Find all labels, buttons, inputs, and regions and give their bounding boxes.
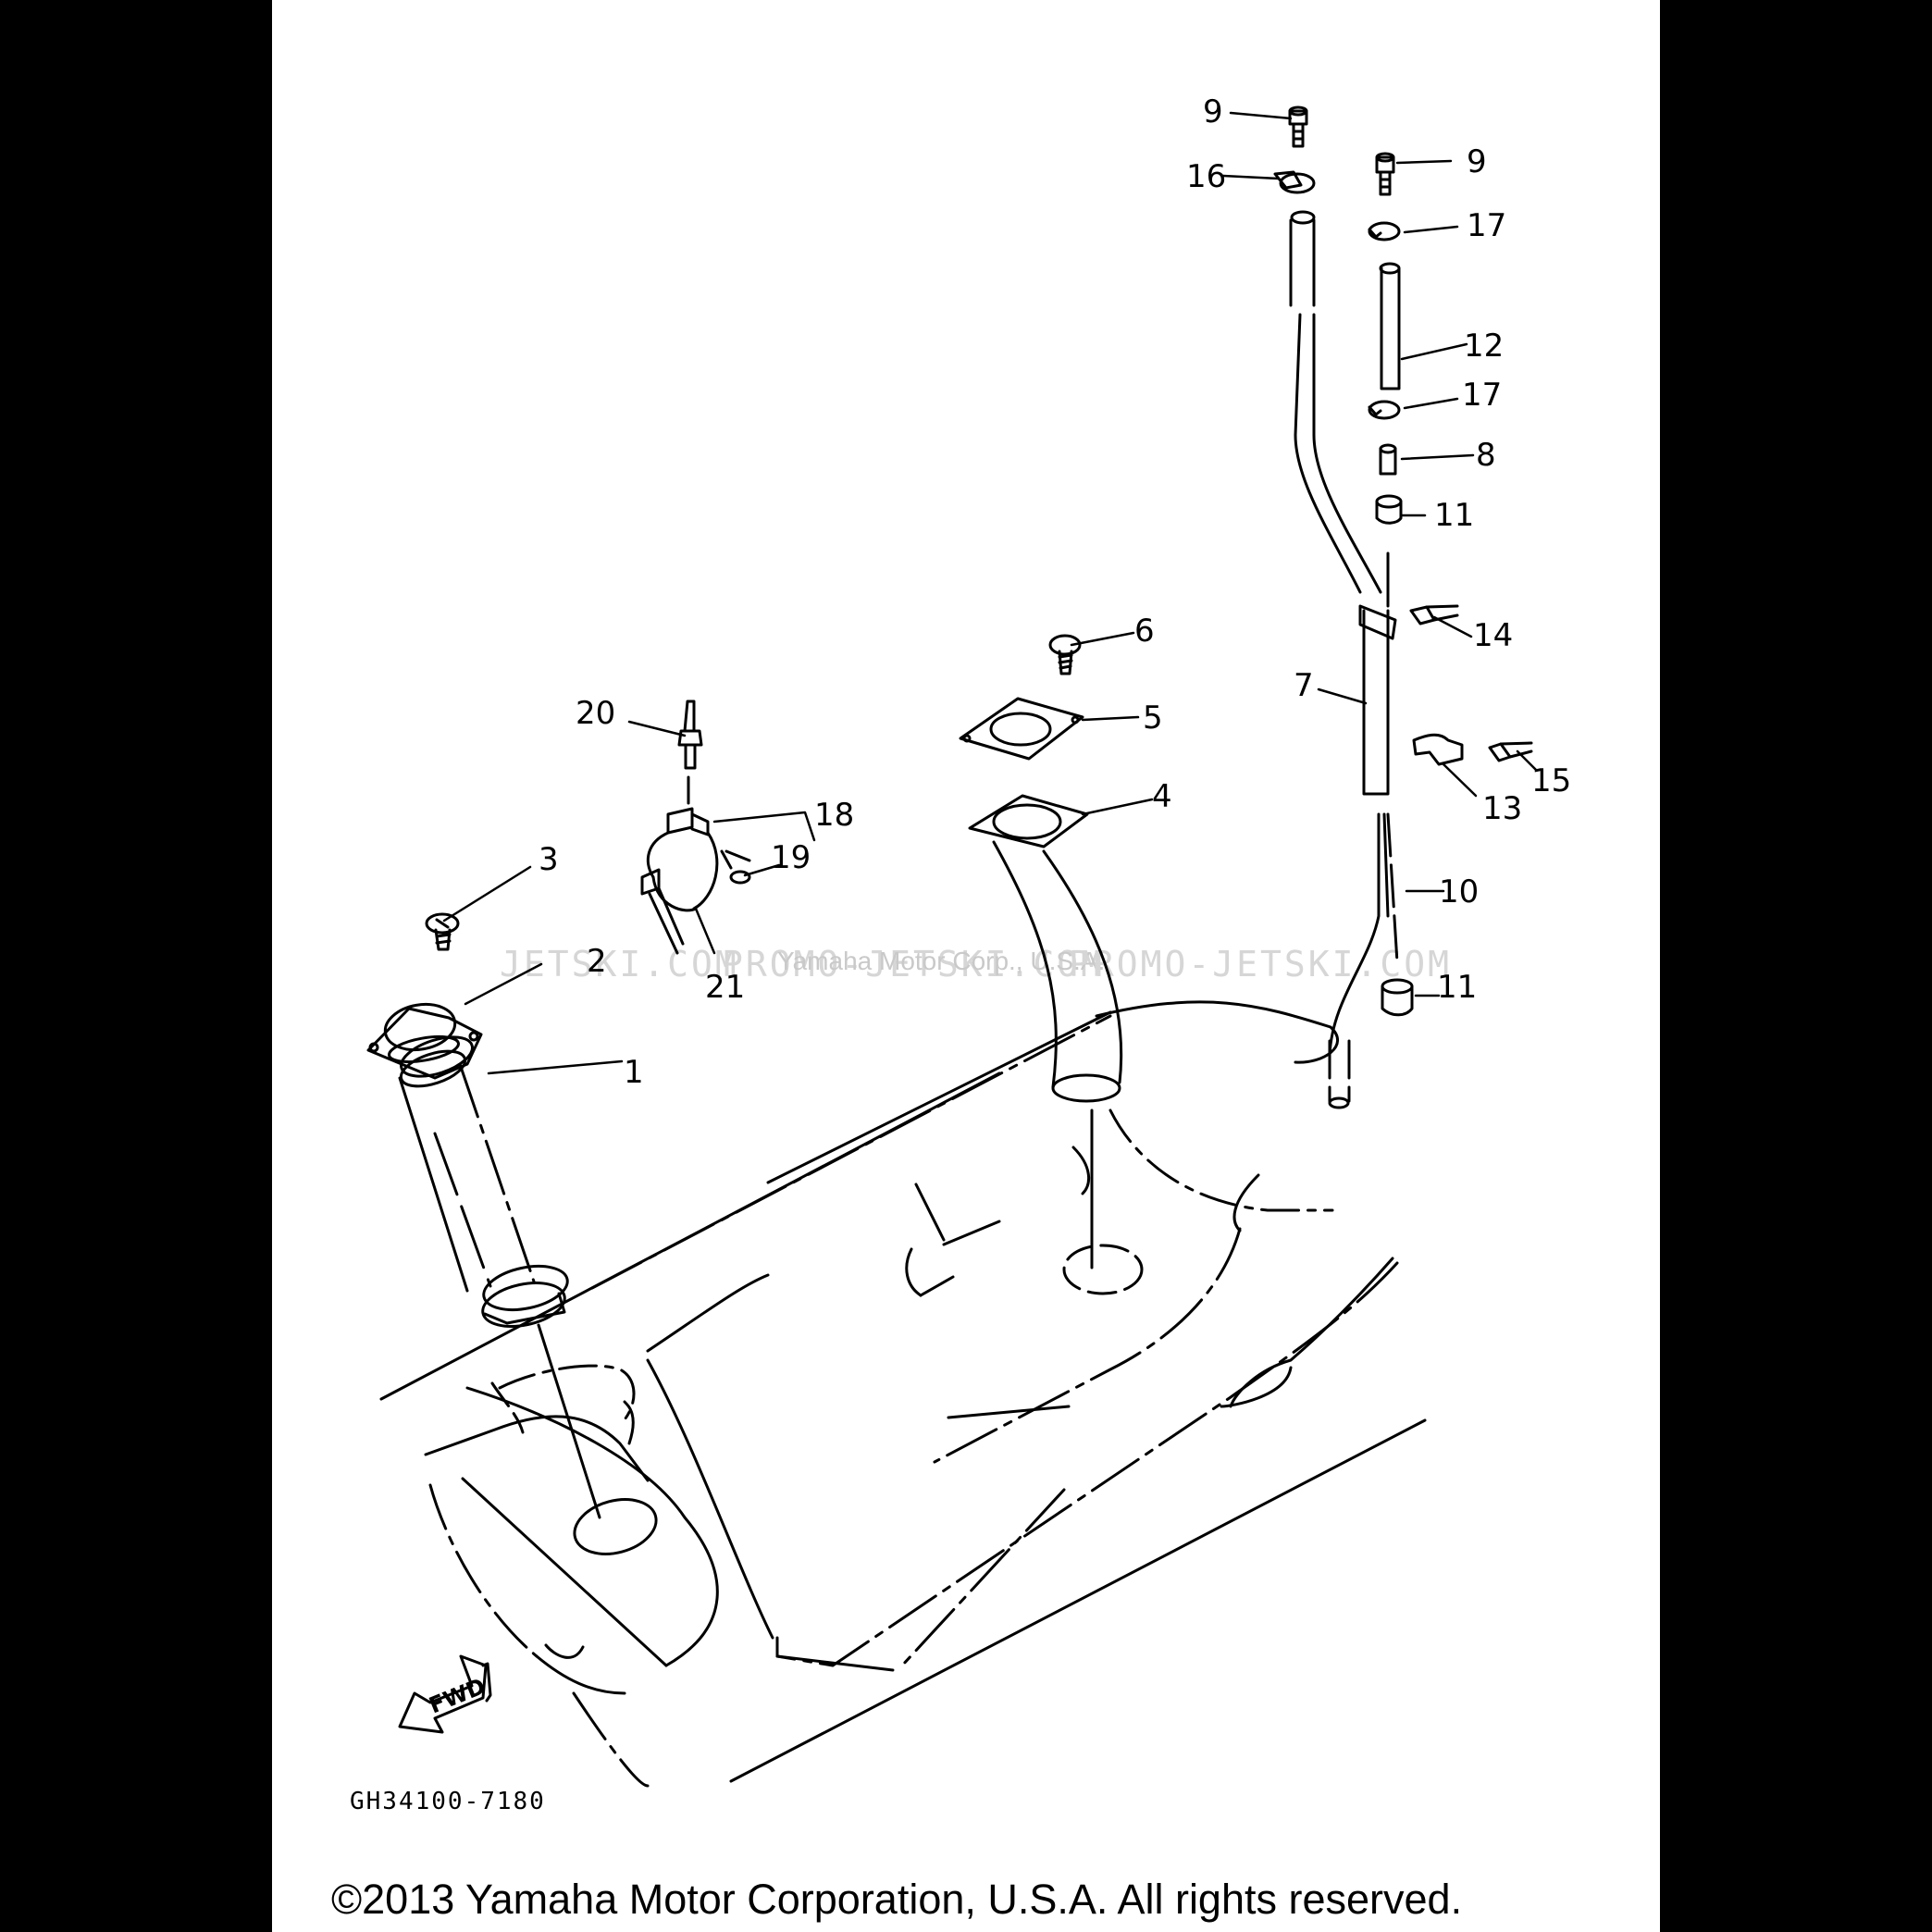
clip-17-lower — [1368, 400, 1401, 420]
elbow-hose — [968, 794, 1123, 1269]
clip-17-upper — [1368, 221, 1401, 242]
cap-11-upper — [1375, 494, 1403, 525]
callout-4: 4 — [1152, 778, 1172, 815]
breather-hose-10 — [1289, 210, 1382, 594]
callout-7: 7 — [1294, 667, 1314, 704]
callout-8: 8 — [1476, 437, 1496, 474]
hull-outline — [379, 1000, 1427, 1788]
callout-19: 19 — [771, 839, 811, 876]
holder-13 — [1412, 733, 1464, 766]
callout-10: 10 — [1439, 873, 1479, 910]
callout-13: 13 — [1482, 790, 1522, 827]
filler-cap — [366, 1002, 483, 1080]
clip-16 — [1273, 170, 1316, 194]
leader-lines — [442, 111, 1538, 1075]
screw-6 — [1048, 634, 1082, 675]
callout-1: 1 — [624, 1054, 644, 1091]
watermark-right: PROMO-JETSKI.COM — [1069, 944, 1452, 985]
callout-12: 12 — [1464, 328, 1504, 365]
forward-arrow — [398, 1654, 492, 1734]
watermark-credit: Yamaha Motor Corp., U.S.A. — [777, 947, 1105, 975]
cap-9-left — [1288, 105, 1308, 148]
part-code: GH34100-7180 — [350, 1788, 546, 1815]
breather-pipe-lower — [1328, 812, 1399, 1109]
screw-3 — [425, 912, 460, 951]
callout-11-lower: 11 — [1437, 969, 1477, 1006]
copyright-notice: ©2013 Yamaha Motor Corporation, U.S.A. A… — [331, 1876, 1462, 1923]
callouts: 1 2 3 4 5 6 7 8 9 9 10 11 11 12 13 14 15… — [539, 93, 1571, 1091]
hose-12 — [1379, 262, 1401, 390]
diagram-sheet — [272, 0, 1660, 1932]
callout-17-upper: 17 — [1467, 207, 1506, 244]
cap-11-lower — [1381, 978, 1414, 1017]
callout-21: 21 — [705, 969, 745, 1006]
callout-16: 16 — [1186, 158, 1226, 195]
callout-9-right: 9 — [1467, 143, 1487, 180]
filler-hose — [398, 1035, 601, 1519]
joint-8 — [1379, 443, 1397, 476]
watermark-center: PROMO-JETSKI.COM — [722, 944, 1105, 985]
callout-18: 18 — [814, 797, 854, 834]
callout-20: 20 — [576, 695, 615, 732]
callout-15: 15 — [1531, 762, 1571, 799]
callout-5: 5 — [1143, 700, 1163, 737]
callout-2: 2 — [587, 943, 607, 980]
callout-9-left: 9 — [1203, 93, 1223, 130]
callout-3: 3 — [539, 841, 559, 878]
forward-label: FWD — [426, 1673, 489, 1718]
callout-14: 14 — [1473, 617, 1513, 654]
gasket-5 — [959, 697, 1084, 761]
clamp-18 — [640, 807, 751, 955]
watermark: JETSKI.COM PROMO-JETSKI.COM Yamaha Motor… — [500, 944, 1452, 985]
callout-6: 6 — [1134, 613, 1155, 650]
cap-9-right — [1375, 152, 1395, 196]
watermark-left: JETSKI.COM — [500, 944, 739, 985]
bolt-20 — [677, 700, 703, 805]
rivet-14 — [1409, 604, 1459, 625]
callout-11-upper: 11 — [1434, 497, 1474, 534]
callout-17-lower: 17 — [1462, 377, 1502, 414]
